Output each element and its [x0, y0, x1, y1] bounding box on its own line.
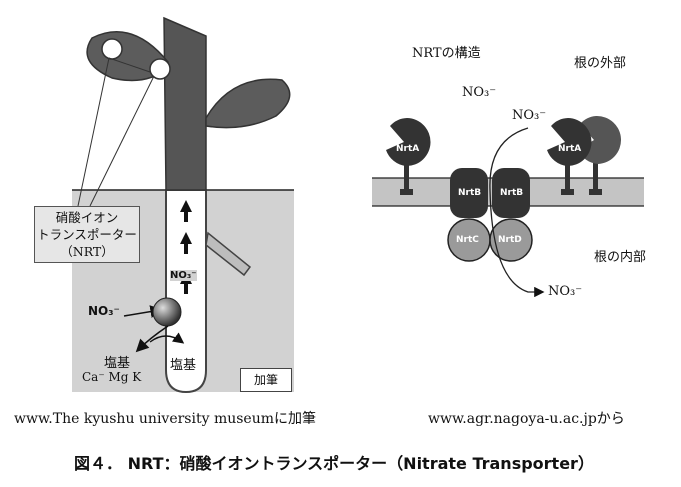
stem-spot — [149, 58, 171, 80]
nrtd-label: NrtD — [498, 235, 522, 245]
stem — [163, 16, 207, 191]
figure-caption: 図４． NRT：硝酸イオントランスポーター（Nitrate Transporte… — [74, 450, 594, 474]
source-right: www.agr.nagoya-u.ac.jpから — [428, 411, 625, 427]
no3-uptake-label: NO₃⁻ — [88, 304, 120, 318]
pointer-line — [89, 75, 155, 207]
nrta-right-label: NrtA — [558, 144, 582, 154]
pointer-line — [77, 57, 110, 207]
nrta-left-foot — [400, 189, 413, 195]
no3-mid-label: NO₃⁻ — [512, 108, 547, 123]
leaf-spot — [101, 38, 123, 60]
figure-caption-text: NRT：硝酸イオントランスポーター（Nitrate Transporter） — [127, 454, 594, 473]
base-label: 塩基 — [104, 356, 131, 371]
base-in-root-label: 塩基 — [170, 358, 197, 373]
leaf-right — [205, 78, 291, 129]
transporter-label-box: 硝酸イオン トランスポーター （NRT） — [34, 206, 140, 263]
transporter-label-line1: 硝酸イオン — [55, 210, 119, 225]
transporter-ball — [152, 297, 182, 327]
nrta-right2-stalk — [593, 163, 598, 193]
nrta-left-label: NrtA — [396, 144, 420, 154]
nrta-right-foot — [561, 189, 574, 195]
no3-bottom-label: NO₃⁻ — [548, 284, 583, 299]
figure-number: 図４． — [74, 454, 123, 473]
nrtb-right — [492, 168, 530, 218]
nrtc-label: NrtC — [456, 235, 479, 245]
no3-top-label: NO₃⁻ — [462, 85, 497, 100]
base-out-arrow — [135, 325, 169, 353]
root-branch — [205, 231, 252, 277]
nrta-right-stalk — [565, 163, 570, 193]
transporter-label-line3: （NRT） — [60, 244, 114, 259]
structure-title: NRTの構造 — [412, 46, 481, 61]
nrtd — [489, 218, 533, 262]
uptake-arrows — [180, 200, 192, 294]
base-curve-arrow — [149, 332, 185, 344]
transport-path — [489, 127, 545, 298]
note-box: 加筆 — [240, 368, 292, 392]
nrtb-right-label: NrtB — [500, 188, 524, 198]
pointer-line — [108, 57, 151, 73]
source-left: www.The kyushu university museumに加筆 — [14, 411, 317, 427]
nrta-right2-foot — [589, 189, 602, 195]
nrta-left — [386, 118, 431, 167]
inside-root-label: 根の内部 — [594, 250, 647, 265]
no3-in-stem-label: NO₃⁻ — [170, 270, 197, 281]
transporter-label-line2: トランスポーター — [37, 227, 137, 242]
nrtb-left — [450, 168, 488, 218]
outside-root-label: 根の外部 — [574, 56, 627, 71]
cations-label: Ca⁻ Mg K — [82, 370, 142, 384]
nrta-right — [547, 118, 592, 167]
nrtb-left-label: NrtB — [458, 188, 482, 198]
nrta-left-stalk — [404, 163, 409, 193]
